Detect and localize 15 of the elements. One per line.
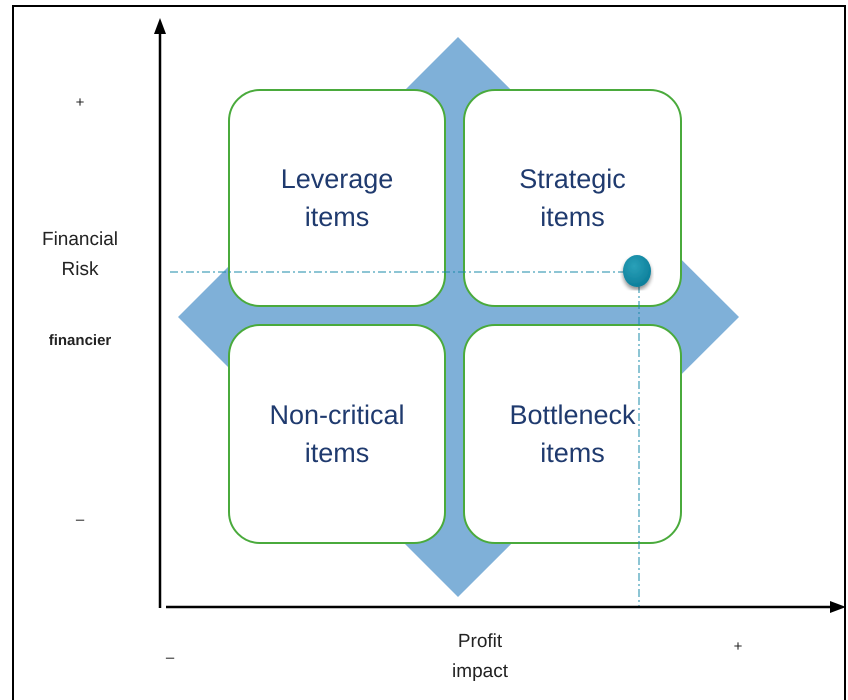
quadrant-label: Non-critical items	[268, 399, 406, 470]
quadrant-box	[463, 324, 682, 544]
axis-sign: +	[74, 93, 86, 113]
quadrant-box	[228, 89, 446, 307]
axis-sign: –	[164, 648, 176, 668]
quadrant-label: Leverage items	[280, 163, 394, 234]
axis-sign: +	[732, 637, 744, 657]
quadrant-label: Bottleneck items	[508, 399, 637, 470]
axis-title: Profit impact	[451, 630, 509, 684]
axis-sign: –	[74, 510, 86, 530]
quadrant-box	[463, 89, 682, 307]
quadrant-box	[228, 324, 446, 544]
axis-title: Financial Risk	[40, 228, 120, 282]
axis-note: financier	[48, 331, 112, 351]
quadrant-label: Strategic items	[518, 163, 627, 234]
